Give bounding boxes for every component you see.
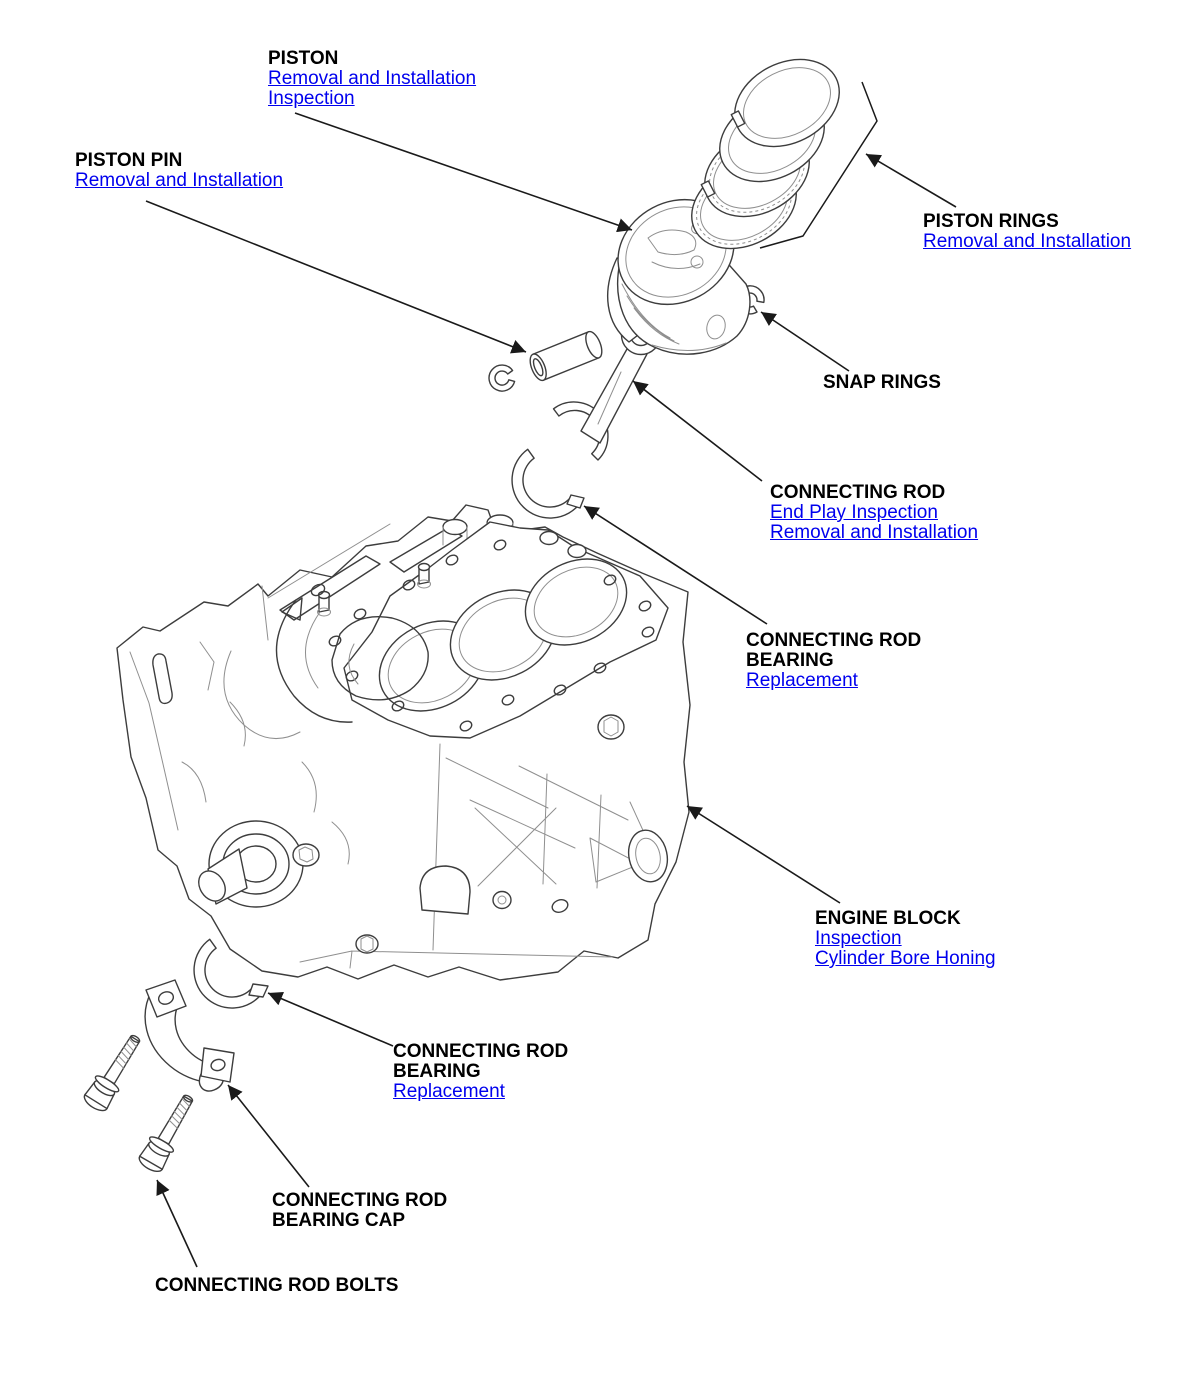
label-connecting-rod-bolts: CONNECTING ROD BOLTS (155, 1276, 398, 1296)
link-piston-pin-removal-and-installation[interactable]: Removal and Installation (75, 170, 284, 191)
label-connecting-rod-bearing-cap-title-1: CONNECTING ROD (272, 1190, 448, 1211)
leader-piston (294, 112, 633, 233)
link-bearing-lower-replacement[interactable]: Replacement (393, 1081, 505, 1102)
label-piston-rings-title: PISTON RINGS (923, 211, 1059, 232)
link-piston-inspection[interactable]: Inspection (268, 88, 355, 109)
label-connecting-rod-bearing-upper-title-2: BEARING (746, 650, 834, 671)
connecting-rod-bearing-lower-drawing (193, 938, 269, 1009)
link-connecting-rod-end-play-inspection[interactable]: End Play Inspection (770, 502, 938, 523)
link-piston-rings-removal-and-installation[interactable]: Removal and Installation (923, 231, 1132, 252)
leader-connecting-rod (632, 380, 763, 482)
leader-rod-bolts (156, 1179, 198, 1268)
snap-ring-left (488, 364, 516, 392)
leader-engine-block (686, 805, 841, 904)
leader-bearing-lower (267, 991, 394, 1047)
label-connecting-rod-bearing-upper: CONNECTING ROD BEARING Replacement (746, 631, 921, 691)
connecting-rod-bolt-1 (80, 1028, 149, 1116)
link-connecting-rod-removal-and-installation[interactable]: Removal and Installation (770, 522, 979, 543)
leader-piston-rings (865, 153, 957, 208)
label-connecting-rod-bearing-lower-title-2: BEARING (393, 1061, 481, 1082)
link-bearing-upper-replacement[interactable]: Replacement (746, 670, 858, 691)
leader-bearing-upper (583, 505, 768, 625)
connecting-rod-bearing-upper-drawing (511, 448, 585, 519)
label-piston-title: PISTON (268, 48, 339, 69)
label-connecting-rod-title: CONNECTING ROD (770, 482, 946, 503)
connecting-rod-bolt-2 (135, 1089, 202, 1176)
label-engine-block: ENGINE BLOCK Inspection Cylinder Bore Ho… (815, 909, 996, 969)
label-connecting-rod-bearing-lower-title-1: CONNECTING ROD (393, 1041, 569, 1062)
leader-lines (145, 112, 957, 1268)
label-engine-block-title: ENGINE BLOCK (815, 908, 961, 929)
label-connecting-rod-bearing-upper-title-1: CONNECTING ROD (746, 630, 922, 651)
label-connecting-rod-bearing-lower: CONNECTING ROD BEARING Replacement (393, 1042, 568, 1102)
leader-bearing-cap (227, 1084, 310, 1188)
connecting-rod-bearing-cap-drawing (144, 979, 235, 1092)
piston-rings-drawing (691, 58, 840, 250)
link-engine-block-cylinder-bore-honing[interactable]: Cylinder Bore Honing (815, 948, 996, 969)
label-connecting-rod: CONNECTING ROD End Play Inspection Remov… (770, 483, 978, 543)
label-piston-rings: PISTON RINGS Removal and Installation (923, 212, 1131, 252)
leader-piston-pin (145, 200, 527, 354)
engine-block-drawing (116, 504, 691, 981)
label-piston-pin-title: PISTON PIN (75, 150, 183, 171)
link-piston-removal-and-installation[interactable]: Removal and Installation (268, 68, 477, 89)
label-piston: PISTON Removal and Installation Inspecti… (268, 49, 476, 109)
label-connecting-rod-bearing-cap-title-2: BEARING CAP (272, 1210, 406, 1231)
label-snap-rings: SNAP RINGS (823, 373, 941, 393)
label-snap-rings-title: SNAP RINGS (823, 372, 941, 393)
label-connecting-rod-bolts-title: CONNECTING ROD BOLTS (155, 1275, 399, 1296)
label-piston-pin: PISTON PIN Removal and Installation (75, 151, 283, 191)
piston-pin-drawing (529, 330, 603, 382)
link-engine-block-inspection[interactable]: Inspection (815, 928, 902, 949)
leader-snap-rings (760, 311, 850, 372)
label-connecting-rod-bearing-cap: CONNECTING ROD BEARING CAP (272, 1191, 447, 1231)
piston-rings-bracket (759, 81, 878, 249)
